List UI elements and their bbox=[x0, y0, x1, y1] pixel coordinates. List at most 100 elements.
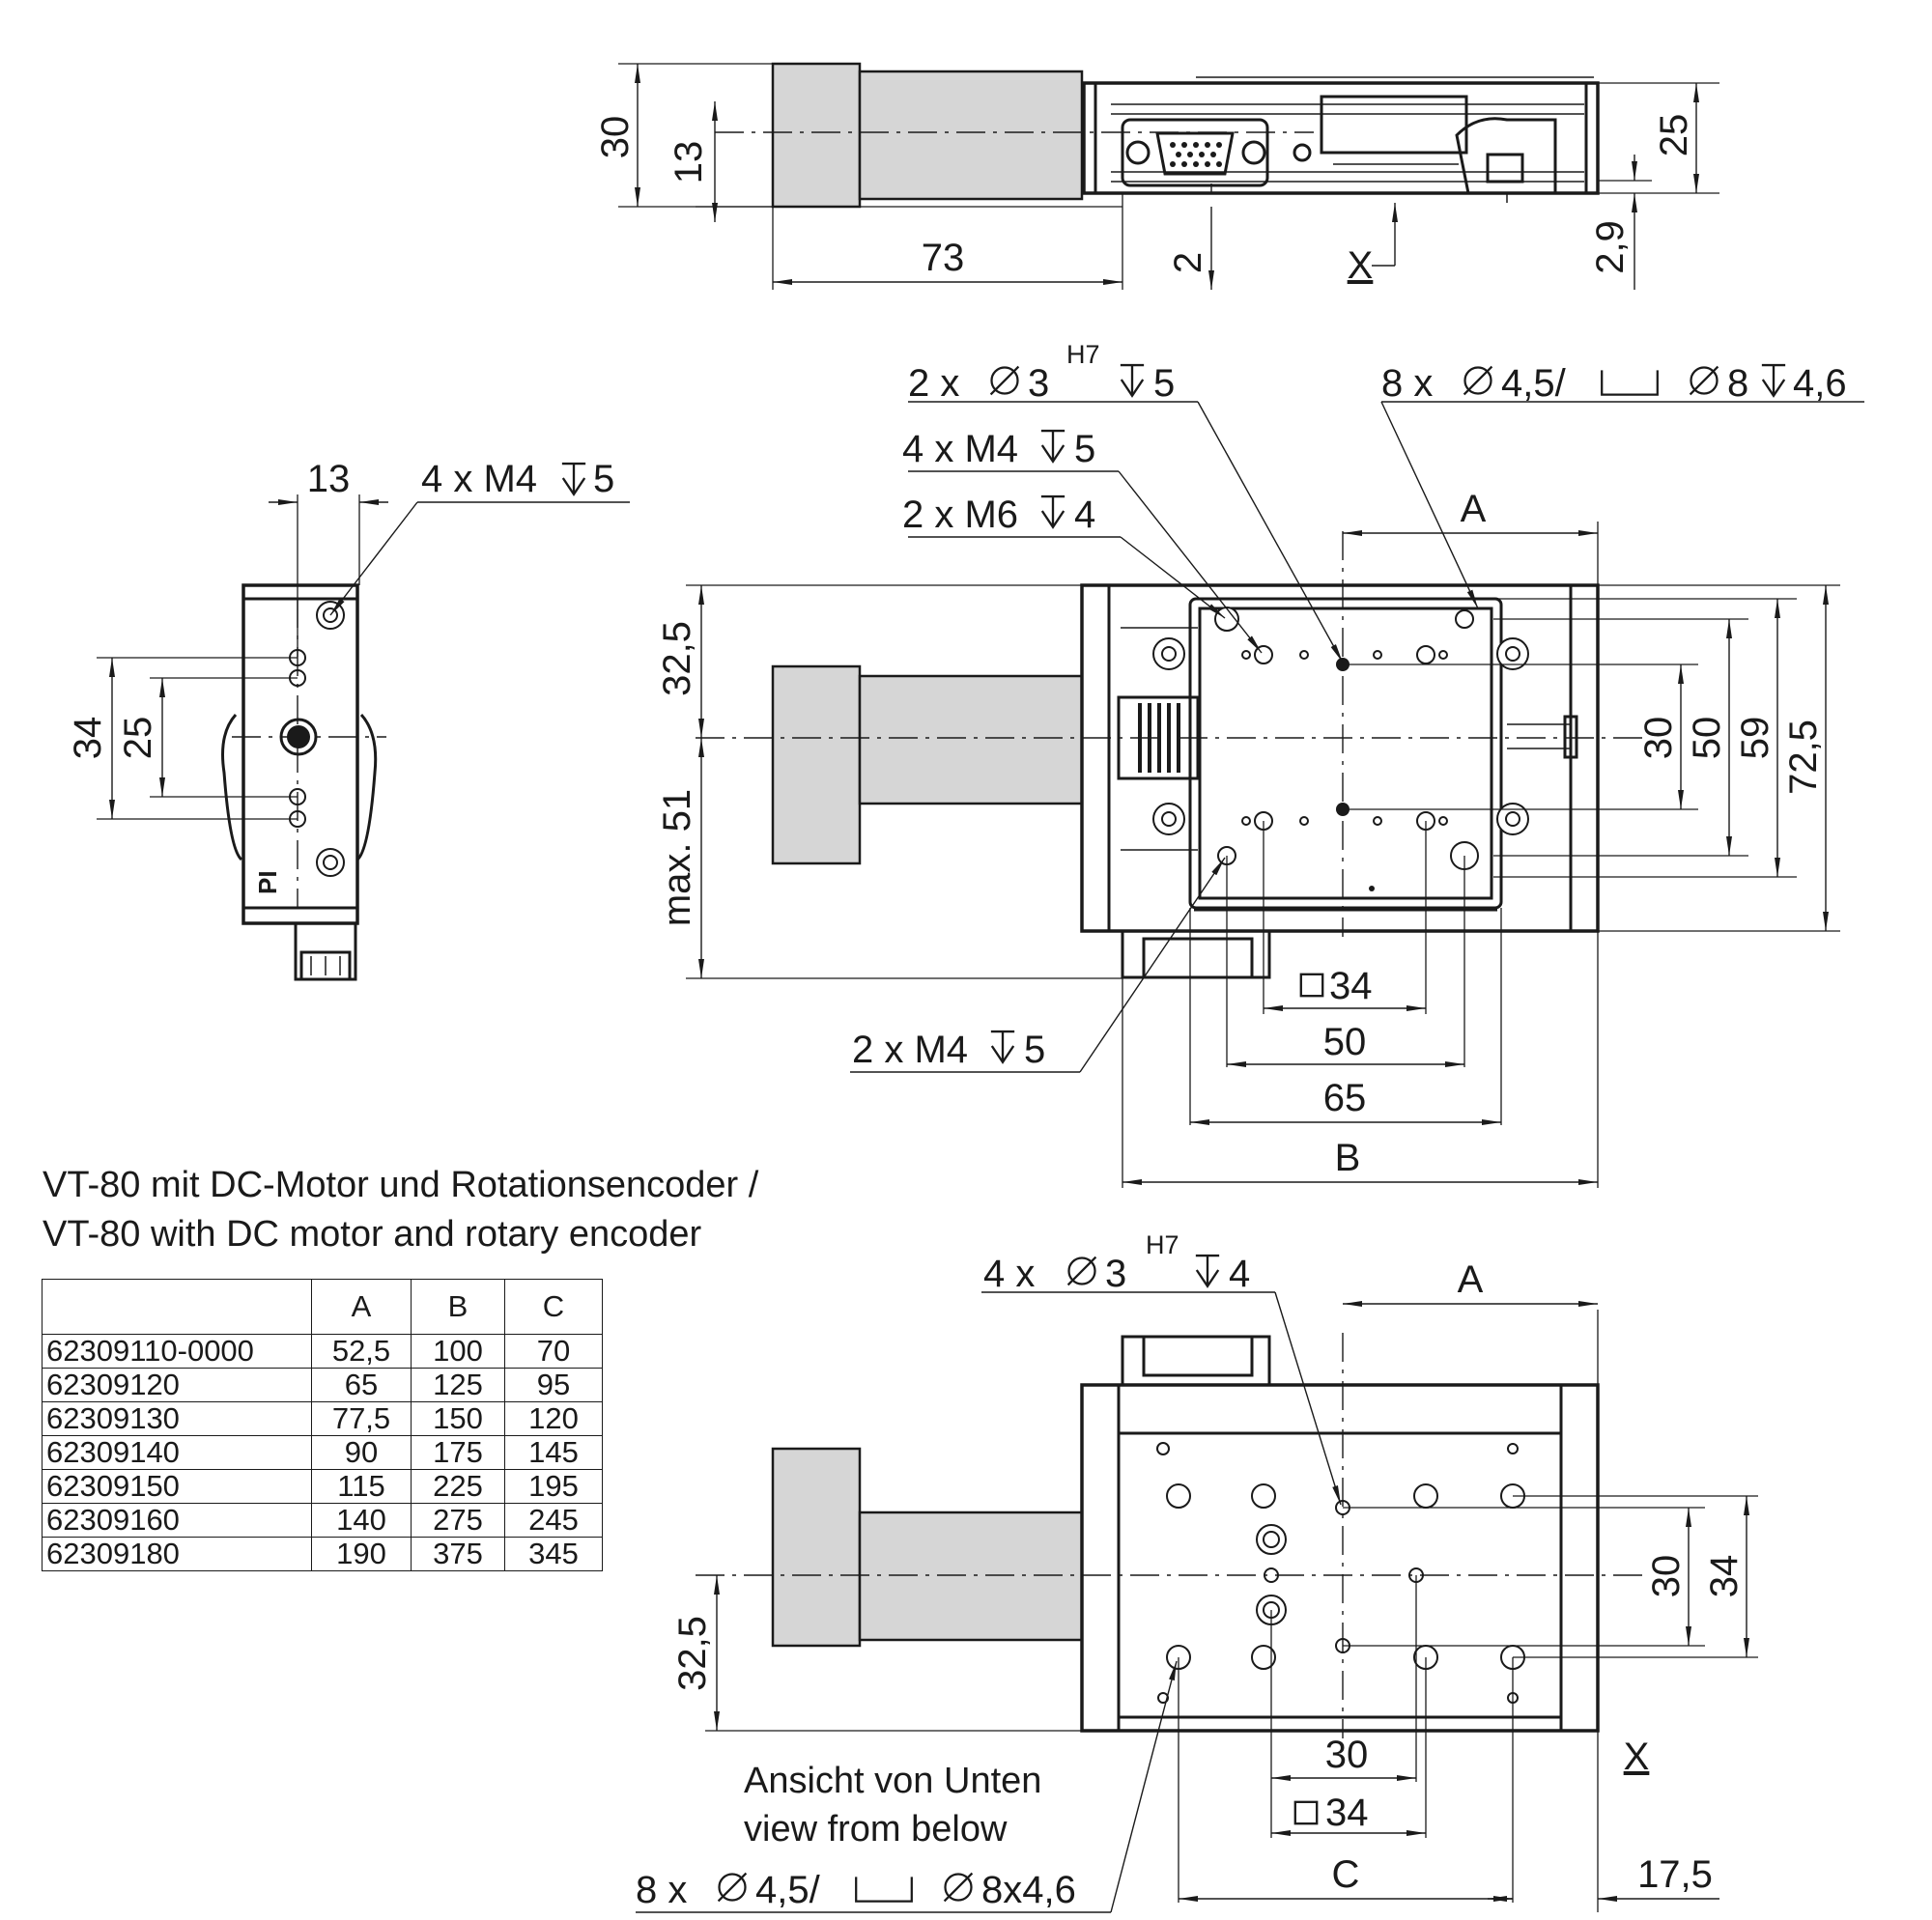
dim-end-25: 25 bbox=[117, 717, 159, 760]
dim-bottom-c: C bbox=[1332, 1853, 1360, 1896]
svg-text:3: 3 bbox=[1105, 1253, 1126, 1295]
dim-bottom-34-vertical: 34 bbox=[1703, 1555, 1746, 1598]
connector-side bbox=[1121, 118, 1312, 187]
svg-text:2 x M6: 2 x M6 bbox=[902, 494, 1018, 536]
svg-text:4,5/: 4,5/ bbox=[755, 1869, 821, 1911]
dim-end-34: 34 bbox=[67, 717, 109, 760]
value-a: 140 bbox=[311, 1503, 412, 1538]
svg-text:5: 5 bbox=[1153, 362, 1175, 405]
value-b: 125 bbox=[411, 1368, 505, 1402]
dim-bottom-30-vertical: 30 bbox=[1645, 1555, 1688, 1598]
top-view: A 32,5 max. 51 30 50 59 72,5 34 50 65 B … bbox=[656, 340, 1864, 1188]
variant-title: VT-80 mit DC-Motor und Rotationsencoder … bbox=[43, 1161, 758, 1259]
dim-top-b: B bbox=[1335, 1137, 1361, 1179]
dim-top-a: A bbox=[1461, 488, 1487, 530]
value-c: 345 bbox=[504, 1537, 603, 1571]
svg-text:5: 5 bbox=[1074, 428, 1095, 470]
value-b: 150 bbox=[411, 1401, 505, 1436]
dim-side-13: 13 bbox=[668, 141, 710, 184]
svg-text:4,5/: 4,5/ bbox=[1501, 362, 1567, 405]
callout-pins-h7: 2 x 3 H7 5 bbox=[908, 340, 1175, 405]
svg-text:8: 8 bbox=[1727, 362, 1748, 405]
part-number: 62309140 bbox=[42, 1435, 312, 1470]
axis-label-x-bottom: X bbox=[1624, 1736, 1650, 1778]
svg-text:H7: H7 bbox=[1066, 340, 1100, 369]
variant-title-en: VT-80 with DC motor and rotary encoder bbox=[43, 1214, 702, 1255]
callout-bottom-holes: 8 x 4,5/ 8x4,6 bbox=[636, 1869, 1076, 1911]
part-number: 62309120 bbox=[42, 1368, 312, 1402]
svg-text:2 x: 2 x bbox=[908, 362, 959, 405]
value-b: 225 bbox=[411, 1469, 505, 1504]
svg-text:4: 4 bbox=[1229, 1253, 1250, 1295]
callout-end-m4: 4 x M4 bbox=[421, 458, 537, 500]
side-end-detail bbox=[1455, 117, 1557, 203]
caption-view-from-below-en: view from below bbox=[744, 1809, 1008, 1849]
table-header-b: B bbox=[411, 1279, 505, 1335]
axis-label-x-side: X bbox=[1348, 244, 1374, 287]
value-a: 77,5 bbox=[311, 1401, 412, 1436]
table-header-row: A B C bbox=[42, 1279, 603, 1335]
top-stage-base bbox=[1080, 583, 1600, 933]
part-number: 62309110-0000 bbox=[42, 1334, 312, 1369]
top-carriage bbox=[1188, 597, 1503, 912]
value-b: 175 bbox=[411, 1435, 505, 1470]
top-connector bbox=[1117, 695, 1271, 979]
callout-end-depth: 5 bbox=[593, 458, 614, 500]
dim-bottom-a: A bbox=[1458, 1258, 1484, 1301]
side-stage-body bbox=[1082, 76, 1600, 195]
dim-top-65: 65 bbox=[1323, 1077, 1367, 1119]
value-a: 52,5 bbox=[311, 1334, 412, 1369]
side-motor bbox=[771, 62, 1084, 209]
value-b: 375 bbox=[411, 1537, 505, 1571]
table-header-c: C bbox=[504, 1279, 603, 1335]
svg-text:4 x: 4 x bbox=[983, 1253, 1035, 1295]
top-motor bbox=[771, 664, 1084, 865]
svg-text:5: 5 bbox=[1024, 1029, 1045, 1071]
callout-4x-m4: 4 x M4 5 bbox=[902, 428, 1095, 470]
bottom-view: A 30 34 32,5 30 34 C 17,5 X Ansicht von … bbox=[636, 1230, 1758, 1913]
value-a: 65 bbox=[311, 1368, 412, 1402]
dim-side-2-9: 2,9 bbox=[1589, 220, 1632, 274]
dim-top-square-34: 34 bbox=[1329, 965, 1373, 1007]
svg-text:8 x: 8 x bbox=[1381, 362, 1433, 405]
dim-top-max-51: max. 51 bbox=[656, 789, 698, 926]
svg-text:4 x M4: 4 x M4 bbox=[902, 428, 1018, 470]
dim-top-50: 50 bbox=[1323, 1021, 1367, 1063]
table-header-a: A bbox=[311, 1279, 412, 1335]
dim-side-2: 2 bbox=[1167, 252, 1209, 273]
part-number: 62309180 bbox=[42, 1537, 312, 1571]
dim-side-73: 73 bbox=[922, 237, 965, 279]
dim-bottom-17-5: 17,5 bbox=[1637, 1853, 1713, 1896]
part-number: 62309150 bbox=[42, 1469, 312, 1504]
value-c: 120 bbox=[504, 1401, 603, 1436]
dim-side-25: 25 bbox=[1653, 114, 1695, 157]
dim-top-50-vertical: 50 bbox=[1686, 717, 1728, 760]
bottom-holes bbox=[1156, 1442, 1525, 1704]
svg-text:4,6: 4,6 bbox=[1793, 362, 1847, 405]
dim-top-59: 59 bbox=[1734, 717, 1776, 760]
end-view: PI 13 34 25 4 x M4 5 bbox=[67, 458, 630, 981]
dim-bottom-32-5: 32,5 bbox=[671, 1616, 714, 1691]
svg-text:2 x M4: 2 x M4 bbox=[852, 1029, 968, 1071]
svg-text:H7: H7 bbox=[1146, 1230, 1179, 1259]
bottom-motor bbox=[771, 1447, 1084, 1648]
value-c: 145 bbox=[504, 1435, 603, 1470]
dim-end-13: 13 bbox=[307, 458, 351, 500]
side-view: 30 13 73 2 X 25 2,9 bbox=[594, 62, 1719, 290]
svg-text:4: 4 bbox=[1074, 494, 1095, 536]
caption-view-from-below-de: Ansicht von Unten bbox=[744, 1761, 1041, 1801]
pi-logo: PI bbox=[253, 870, 282, 894]
top-mounting-holes bbox=[1152, 607, 1529, 891]
callout-holes-counterbore: 8 x 4,5/ 8 4,6 bbox=[1381, 362, 1847, 405]
dim-side-30: 30 bbox=[594, 116, 637, 159]
part-number: 62309160 bbox=[42, 1503, 312, 1538]
value-b: 275 bbox=[411, 1503, 505, 1538]
